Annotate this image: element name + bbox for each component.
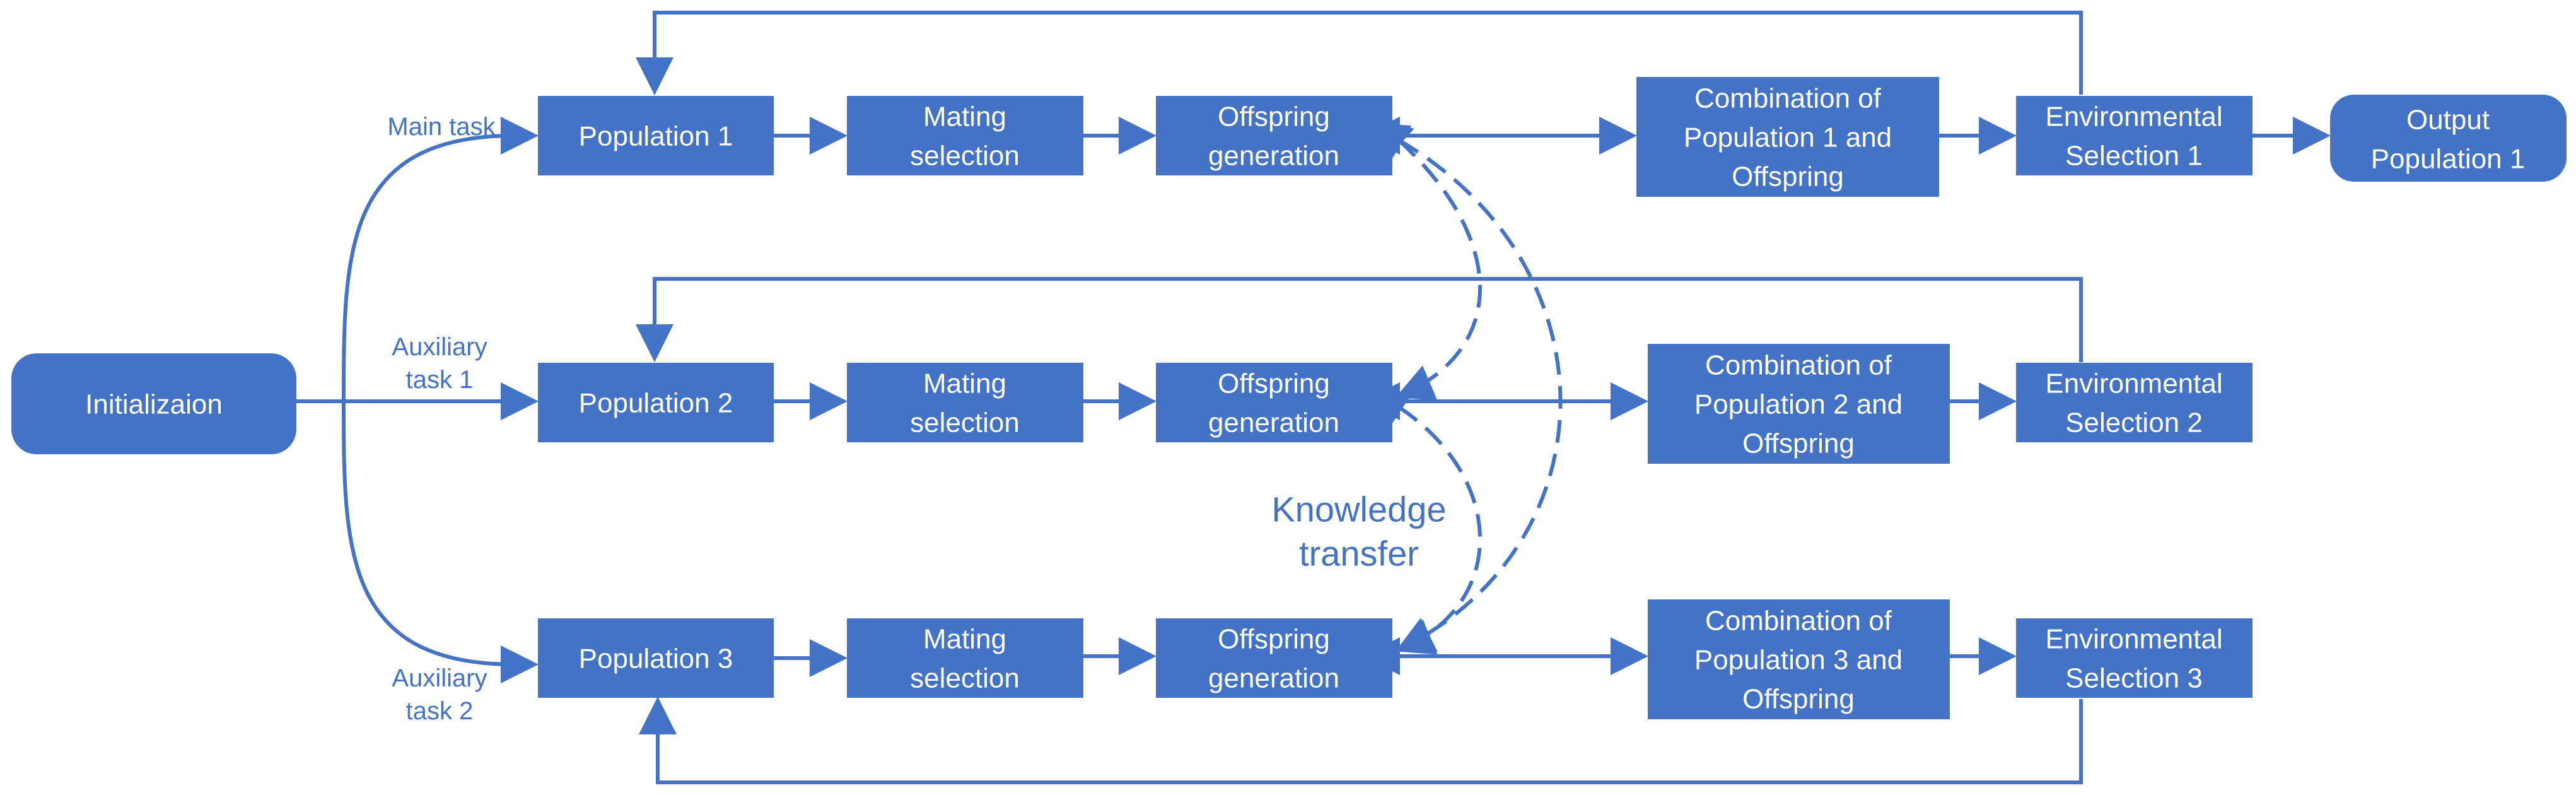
edge-init-pop1: [342, 117, 539, 402]
text-line: selection: [910, 662, 1020, 693]
svg-text:Population 1: Population 1: [579, 121, 733, 151]
text-line: Main task: [387, 113, 496, 141]
text-line: Knowledge: [1271, 490, 1446, 529]
edge-env3-feedback: [639, 697, 2083, 784]
text-line: Combination of: [1705, 605, 1892, 636]
text-line: Environmental: [2045, 368, 2222, 399]
node-mating-selection-1: Mating selection: [847, 96, 1083, 175]
nodes: Initializaion Population 1 Mating selecti…: [11, 77, 2567, 719]
svg-text:Population 2: Population 2: [579, 387, 733, 418]
text-line: task 2: [406, 697, 474, 725]
text-line: Environmental: [2045, 623, 2222, 654]
node-offspring-generation-1: Offspring generation: [1156, 96, 1392, 175]
text-line: Population 1: [579, 121, 733, 151]
edge-init-pop3: [342, 401, 539, 683]
text-line: Offspring: [1218, 101, 1330, 132]
text-line: Combination of: [1694, 83, 1882, 114]
text-line: Offspring: [1732, 161, 1844, 192]
text-line: task 1: [406, 366, 474, 394]
text-line: Mating: [923, 368, 1006, 399]
text-line: Auxiliary: [392, 664, 487, 692]
node-population-3: Population 3: [538, 618, 774, 698]
knowledge-transfer-2-3: [1370, 387, 1482, 655]
text-line: Selection 3: [2065, 662, 2203, 693]
text-line: Selection 1: [2065, 140, 2203, 171]
text-line: Initializaion: [85, 389, 223, 420]
labels: Main task Auxiliary task 1 Auxiliary task …: [387, 113, 1446, 725]
text-line: Population 3: [579, 643, 733, 674]
text-line: Offspring: [1742, 683, 1855, 714]
svg-text:Initializaion: Initializaion: [85, 389, 223, 420]
knowledge-transfer-1-2: [1373, 117, 1482, 401]
edge-env1-feedback: [636, 11, 2083, 95]
svg-text:Population 3: Population 3: [579, 643, 733, 674]
text-line: Selection 2: [2065, 407, 2203, 438]
label-main-task: Main task: [387, 113, 496, 141]
text-line: generation: [1208, 407, 1339, 438]
text-line: selection: [910, 407, 1020, 438]
text-line: transfer: [1299, 534, 1419, 574]
edge-env2-feedback: [636, 277, 2083, 362]
text-line: Mating: [923, 101, 1006, 132]
text-line: Population 2 and: [1694, 389, 1903, 420]
text-line: Population 1 and: [1684, 122, 1892, 153]
text-line: Offspring: [1742, 428, 1855, 459]
text-line: Output: [2406, 104, 2490, 135]
knowledge-transfer-label: Knowledge transfer: [1271, 490, 1446, 574]
text-line: Population 3 and: [1694, 644, 1903, 675]
text-line: Environmental: [2045, 101, 2222, 132]
label-aux-task-2: Auxiliary task 2: [392, 664, 487, 725]
knowledge-transfer-1-3: [1369, 122, 1563, 652]
connectors: [296, 11, 2331, 784]
node-mating-selection-2: Mating selection: [847, 363, 1083, 442]
text-line: Mating: [923, 623, 1006, 654]
text-line: generation: [1208, 140, 1339, 171]
text-line: Population 2: [579, 387, 733, 418]
node-mating-selection-3: Mating selection: [847, 618, 1083, 698]
text-line: Offspring: [1218, 623, 1330, 654]
label-aux-task-1: Auxiliary task 1: [392, 333, 487, 394]
text-line: generation: [1208, 662, 1339, 693]
node-offspring-generation-2: Offspring generation: [1156, 363, 1392, 442]
text-line: Auxiliary: [392, 333, 487, 361]
node-offspring-generation-3: Offspring generation: [1156, 618, 1392, 698]
text-line: Population 1: [2371, 143, 2526, 174]
text-line: Combination of: [1705, 350, 1892, 380]
node-population-1: Population 1: [538, 96, 774, 175]
text-line: Offspring: [1218, 368, 1330, 399]
node-population-2: Population 2: [538, 363, 774, 442]
node-initialization: Initializaion: [11, 353, 296, 454]
text-line: selection: [910, 140, 1020, 171]
